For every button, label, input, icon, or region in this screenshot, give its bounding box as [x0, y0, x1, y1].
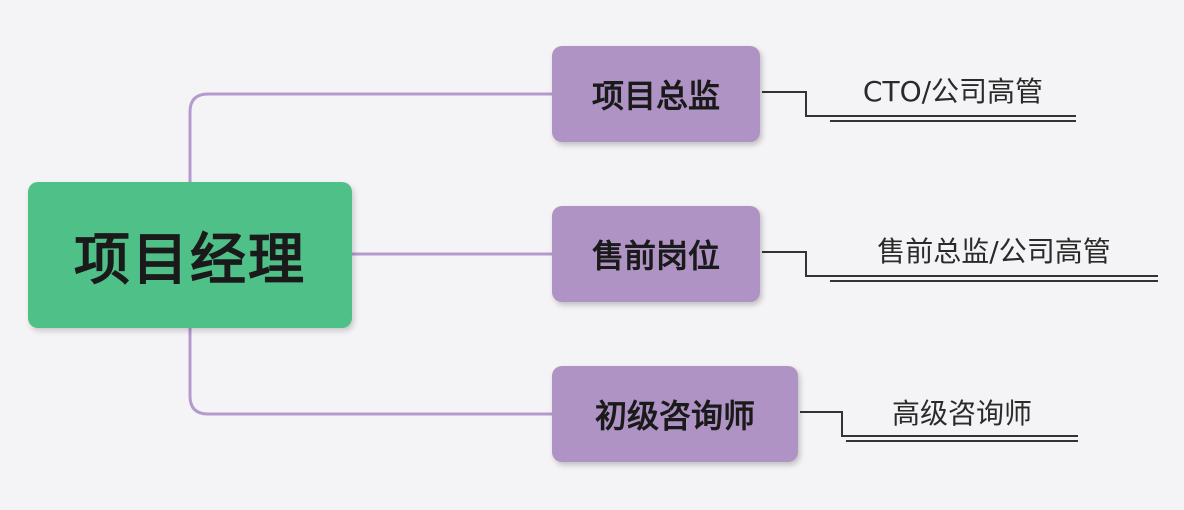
branch-node-2: 售前岗位 [552, 206, 760, 302]
branch-node-label: 项目总监 [591, 77, 720, 115]
connector-branch-3 [188, 328, 552, 416]
branch-note-2: 售前总监/公司高管 [877, 235, 1111, 268]
root-node: 项目经理 [28, 182, 352, 328]
branch-node-label: 售前岗位 [591, 237, 720, 275]
branch-note-1: CTO/公司高管 [862, 75, 1044, 108]
branch-node-label: 初级咨询师 [594, 397, 755, 435]
note-leader-1 [762, 91, 1076, 122]
root-node-label: 项目经理 [74, 227, 306, 293]
note-leader-2 [762, 251, 1158, 282]
branch-node-1: 项目总监 [552, 46, 760, 142]
branch-node-3: 初级咨询师 [552, 366, 798, 462]
note-leader-3 [800, 411, 1078, 442]
branch-note-3: 高级咨询师 [891, 397, 1032, 430]
connector-branch-1 [188, 92, 552, 182]
